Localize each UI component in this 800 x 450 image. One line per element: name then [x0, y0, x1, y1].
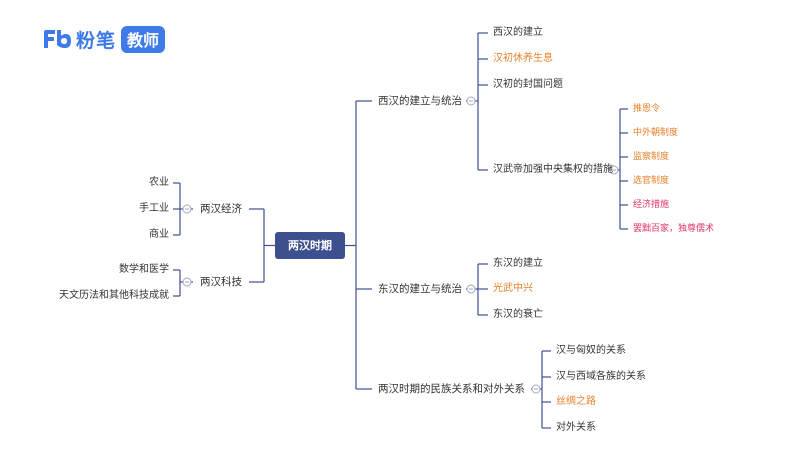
fenbi-logo: 粉笔 教师	[42, 25, 166, 53]
branch-node-technology[interactable]: 两汉科技	[200, 276, 242, 288]
leaf-node[interactable]: 农业	[149, 177, 169, 188]
leaf-node[interactable]: 手工业	[139, 203, 169, 214]
leaf-node[interactable]: 光武中兴	[493, 283, 533, 294]
leaf-node[interactable]: 汉武帝加强中央集权的措施	[493, 164, 613, 175]
leaf-node[interactable]: 西汉的建立	[493, 27, 543, 38]
leaf-node[interactable]: 东汉的衰亡	[493, 309, 543, 320]
leaf-node[interactable]: 汉与匈奴的关系	[556, 345, 626, 356]
leaf-node[interactable]: 经济措施	[633, 200, 670, 210]
leaf-node[interactable]: 东汉的建立	[493, 258, 543, 269]
leaf-node[interactable]: 汉初的封国问题	[493, 79, 563, 90]
fb-logo-icon	[42, 28, 72, 50]
leaf-node[interactable]: 推恩令	[633, 104, 661, 114]
center-node[interactable]: 两汉时期	[275, 232, 345, 259]
branch-node-economy[interactable]: 两汉经济	[200, 203, 242, 215]
leaf-node[interactable]: 罢黜百家，独尊儒术	[633, 224, 715, 234]
leaf-node[interactable]: 中外朝制度	[633, 128, 679, 138]
leaf-node[interactable]: 数学和医学	[119, 264, 169, 275]
logo-badge: 教师	[121, 25, 166, 53]
leaf-node[interactable]: 丝绸之路	[556, 396, 596, 407]
leaf-node[interactable]: 选官制度	[633, 176, 670, 186]
leaf-node[interactable]: 商业	[149, 229, 169, 240]
leaf-node[interactable]: 监察制度	[633, 152, 670, 162]
branch-node-eastern-han[interactable]: 东汉的建立与统治	[378, 283, 462, 295]
leaf-node[interactable]: 对外关系	[556, 422, 596, 433]
leaf-node[interactable]: 天文历法和其他科技成就	[59, 290, 169, 301]
logo-text: 粉笔	[76, 29, 117, 52]
leaf-node[interactable]: 汉与西域各族的关系	[556, 371, 646, 382]
branch-node-relations[interactable]: 两汉时期的民族关系和对外关系	[378, 383, 525, 395]
branch-node-western-han[interactable]: 西汉的建立与统治	[378, 95, 462, 107]
leaf-node[interactable]: 汉初休养生息	[493, 53, 553, 64]
